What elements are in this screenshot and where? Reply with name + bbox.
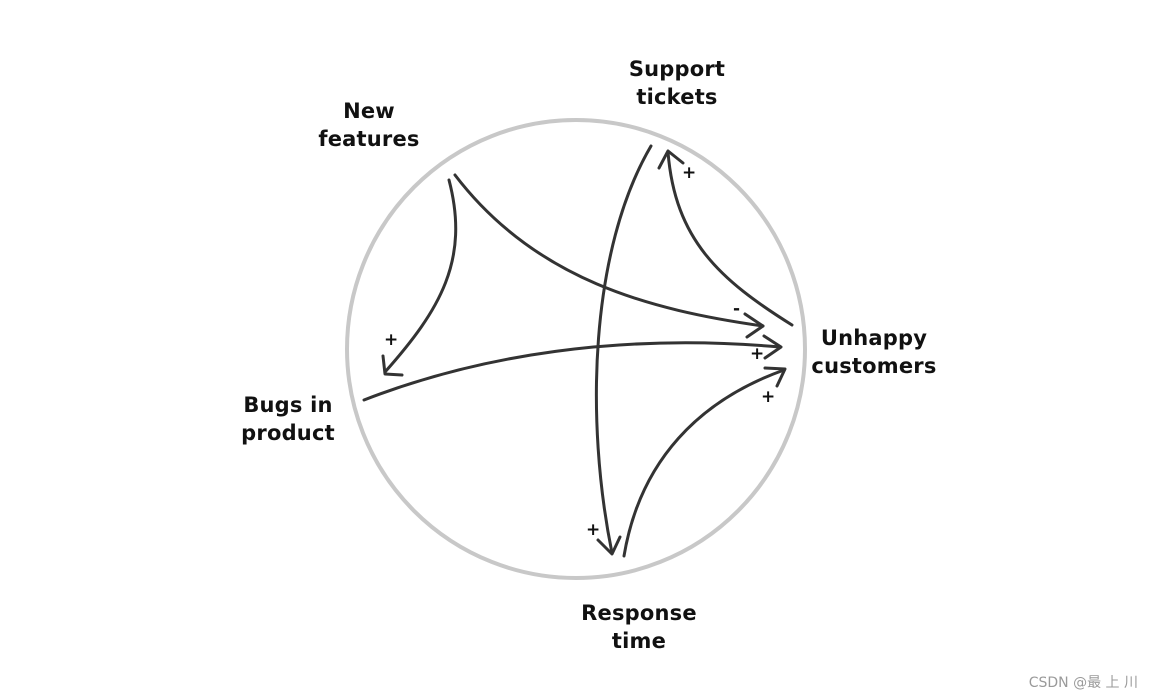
node-support-tickets-line1: Support: [628, 57, 726, 81]
link-support-to-response: [594, 144, 653, 555]
sign-new-features-to-bugs: +: [384, 330, 399, 350]
node-unhappy-customers-line2: customers: [811, 354, 937, 378]
node-support-tickets: Support tickets: [614, 55, 740, 111]
node-response-time-line1: Response: [581, 601, 697, 625]
boundary-circle: [345, 118, 807, 580]
node-new-features-line2: features: [318, 127, 420, 151]
arrowhead-unhappy-from-bugs: [762, 334, 783, 360]
node-response-time-line2: time: [611, 629, 667, 653]
node-support-tickets-line2: tickets: [636, 85, 718, 109]
node-bugs-in-product-line1: Bugs in: [243, 393, 333, 417]
node-bugs-in-product: Bugs in product: [232, 391, 344, 447]
link-new-features-to-bugs: [383, 178, 458, 374]
node-unhappy-customers-line1: Unhappy: [820, 326, 928, 350]
watermark: CSDN @最 上 川: [1028, 675, 1138, 691]
node-new-features-line1: New: [343, 99, 395, 123]
link-response-to-unhappy: [622, 368, 786, 558]
sign-bugs-to-unhappy: +: [750, 344, 765, 364]
arrowhead-bugs: [381, 354, 404, 377]
arrowhead-unhappy-from-response: [763, 366, 787, 388]
link-unhappy-to-support: [666, 150, 794, 327]
arrowhead-support: [657, 149, 685, 170]
arrowhead-unhappy-from-new-features: [743, 312, 765, 339]
node-response-time: Response time: [576, 599, 702, 655]
node-unhappy-customers: Unhappy customers: [807, 324, 941, 380]
sign-response-to-unhappy: +: [761, 387, 776, 407]
link-bugs-to-unhappy: [362, 341, 782, 402]
sign-new-features-to-unhappy: -: [733, 299, 741, 319]
sign-support-to-response: +: [586, 520, 601, 540]
node-bugs-in-product-line2: product: [241, 421, 335, 445]
sign-unhappy-to-support: +: [682, 163, 697, 183]
arrowhead-response: [596, 535, 622, 556]
node-new-features: New features: [313, 97, 425, 153]
link-new-features-to-unhappy: [453, 173, 765, 328]
